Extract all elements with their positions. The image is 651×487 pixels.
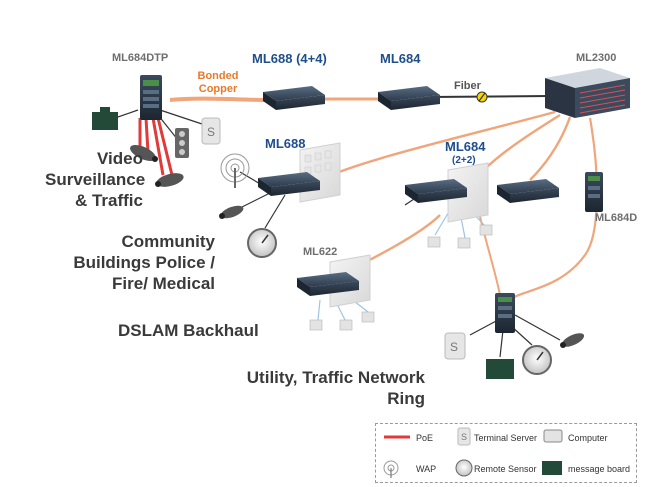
ml688-44-label: ML688 (4+4) — [252, 51, 327, 66]
cable-ring-board — [499, 329, 504, 358]
legend-terminal-server: Terminal Server — [474, 433, 538, 443]
camera-icon — [560, 333, 585, 348]
remote-sensor-icon — [247, 228, 277, 258]
link-ml2300-ml688 — [319, 110, 556, 182]
fiber-label: Fiber — [454, 80, 481, 92]
ml684d-device-icon — [585, 172, 603, 212]
ml684-22-label: ML684 — [445, 139, 486, 154]
fiber-connector-icon — [476, 91, 488, 103]
ml684-top-label: ML684 — [380, 51, 421, 66]
message-board-icon — [92, 107, 118, 130]
legend-remote-sensor: Remote Sensor — [474, 464, 537, 474]
cable-ml688-camera — [239, 192, 271, 209]
legend-poe: PoE — [416, 433, 434, 443]
poe-line-2 — [151, 117, 165, 176]
ml684dtp-label: ML684DTP — [112, 52, 169, 64]
link-ml2300-ml684-right — [529, 116, 572, 181]
site-utility-label: Utility, Traffic Network Ring — [246, 368, 425, 408]
svg-text:S: S — [450, 340, 458, 354]
cable-ring-camera — [514, 314, 561, 341]
wap-icon — [220, 153, 250, 188]
message-board-icon — [486, 359, 514, 379]
ml688-44-device-icon — [263, 86, 325, 110]
ml684d-label: ML684D — [595, 212, 638, 224]
site-dslam-label: DSLAM Backhaul — [118, 321, 259, 340]
legend: S PoE Terminal Server Computer WAP Remot… — [375, 423, 637, 483]
camera-icon — [130, 144, 158, 162]
camera-icon — [219, 205, 244, 219]
computer-icons — [309, 224, 493, 331]
poe-line-1 — [144, 117, 150, 153]
remote-sensor-icon — [522, 345, 552, 375]
ml684-22-sublabel: (2+2) — [452, 155, 476, 166]
building-ml684-22-icon — [447, 162, 489, 223]
ml688-label: ML688 — [265, 136, 306, 151]
terminal-server-icon: S — [444, 332, 466, 360]
cable-dtp-board — [114, 109, 139, 119]
ml2300-label: ML2300 — [576, 52, 617, 64]
ml2300-device-icon — [545, 68, 630, 118]
site-video-label: Video Surveillance & Traffic — [45, 149, 146, 210]
svg-text:S: S — [461, 432, 467, 442]
link-ml2300-ring — [509, 117, 599, 301]
poe-line-3 — [156, 117, 174, 176]
terminal-server-legend-icon: S — [457, 427, 471, 446]
traffic-light-icon — [175, 128, 189, 158]
ml684-22-device-icon — [405, 179, 467, 203]
site-community-label: Community Buildings Police / Fire/ Medic… — [73, 232, 215, 293]
cable-dtp-ts — [159, 109, 206, 126]
link-fiber — [429, 95, 551, 98]
ring-switch-device-icon — [495, 293, 515, 333]
legend-message-board: message board — [568, 464, 631, 474]
remote-sensor-legend-icon — [455, 459, 473, 477]
camera-icon — [155, 173, 184, 187]
ml622-label: ML622 — [303, 246, 338, 258]
legend-wap: WAP — [416, 464, 437, 474]
ml684-right-device-icon — [497, 179, 559, 203]
computer-legend-icon — [543, 429, 563, 443]
ml688-device-icon — [258, 172, 320, 196]
svg-text:S: S — [207, 125, 215, 139]
cable-ring-ts — [469, 319, 499, 336]
cable-ml688-gauge — [264, 194, 286, 229]
legend-computer: Computer — [568, 433, 608, 443]
terminal-server-icon: S — [201, 117, 221, 145]
bonded-copper-label: Bonded Copper — [197, 70, 239, 95]
ml622-device-icon — [297, 272, 359, 296]
message-board-legend-icon — [542, 461, 562, 475]
legend-icons: S — [383, 427, 563, 478]
ml684dtp-device-icon — [140, 75, 162, 120]
link-ring-left — [477, 207, 501, 296]
wap-legend-icon — [383, 460, 399, 478]
ml684-top-device-icon — [378, 86, 440, 110]
link-copper-dtp-ml688 — [169, 96, 269, 102]
